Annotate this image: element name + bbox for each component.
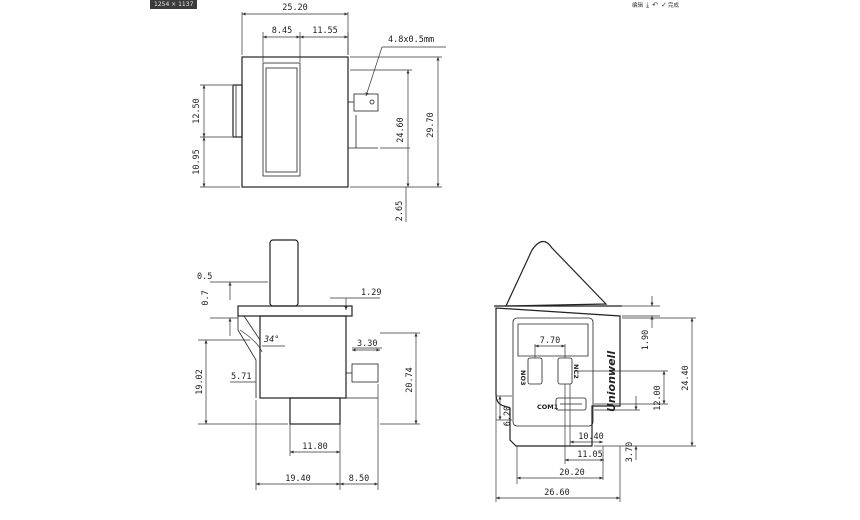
side-bottom [289,397,341,425]
dim-lower-height: 10.95 [192,149,202,175]
dim-3-30: 3.30 [357,339,377,349]
dim-11-80: 11.80 [302,442,328,452]
dim-11-05: 11.05 [577,450,603,460]
dim-0-5: 0.5 [197,272,212,282]
undo-button[interactable]: ↶ [652,0,658,9]
side-terminal [351,363,379,383]
side-plunger [269,239,299,307]
pin-nc2 [557,357,573,385]
undo-icon: ↶ [652,0,658,9]
dim-7-70: 7.70 [540,336,560,346]
brand-logo: Unionwell [605,351,618,412]
front-inner-frame [512,317,594,427]
side-flange [237,305,353,317]
dim-3-70: 3.70 [625,442,635,462]
dim-upper-height: 12.50 [192,98,202,124]
image-size-label: 1254 × 1137 [150,0,198,9]
dim-24-40: 24.40 [681,365,691,391]
dim-19-40: 19.40 [285,474,311,484]
download-button[interactable]: ⤓ [646,0,650,9]
dim-angle: 34° [263,335,279,345]
done-label: 完成 [667,3,679,9]
dim-20-74: 20.74 [405,367,415,393]
edit-icon: 编辑 [632,3,644,9]
dim-terminal-offset: 2.65 [395,201,405,221]
download-icon: ⤓ [646,0,650,9]
dim-26-60: 26.60 [544,488,570,498]
dim-total-height: 29.70 [426,112,436,138]
dim-5-71: 5.71 [231,372,251,382]
dim-12-00: 12.00 [653,385,663,411]
dim-10-40: 10.40 [578,432,604,442]
terminal-hole [369,99,375,105]
dim-inner-height: 24.60 [396,117,406,143]
top-actuator [262,62,301,177]
top-actuator-inner [265,67,298,173]
top-body-outline [241,56,349,188]
side-body [259,315,347,399]
pin-com1 [555,397,587,411]
check-icon: ✓ [661,0,667,9]
pin-label-no3: NO3 [519,370,527,386]
dim-overall-width: 25.20 [282,3,308,13]
pin-label-com1: COM1 [537,403,559,411]
dim-0-7: 0.7 [201,290,211,305]
done-button[interactable]: ✓完成 [661,1,679,9]
dim-19-02: 19.02 [195,369,205,395]
dim-1-90: 1.90 [641,330,651,350]
pin-label-nc2: NC2 [572,364,580,379]
side-view: 0.5 0.7 1.29 34° 3.30 19.02 5.71 20.74 1… [195,239,420,490]
front-view: NO3 NC2 COM1 Unionwell 7.70 1.90 24.40 1… [494,240,696,502]
viewer-toolbar: 编辑 ⤓ ↶ ✓完成 [632,0,712,10]
front-rocker [505,240,608,307]
top-side-knob [232,84,243,138]
top-view: 25.20 8.45 11.55 4.8x0.5mm 12.50 10.95 2… [192,3,446,222]
dim-8-50: 8.50 [349,474,369,484]
dim-terminal-size: 4.8x0.5mm [388,35,434,45]
dim-20-20: 20.20 [559,468,585,478]
dim-6-20: 6.20 [503,406,513,426]
top-terminal [353,93,379,112]
edit-button[interactable]: 编辑 [632,1,643,9]
dim-right-offset: 11.55 [312,26,338,36]
dim-left-offset: 8.45 [272,26,292,36]
side-clip [237,316,257,398]
pin-no3 [527,357,543,385]
dim-1-29: 1.29 [361,288,381,298]
